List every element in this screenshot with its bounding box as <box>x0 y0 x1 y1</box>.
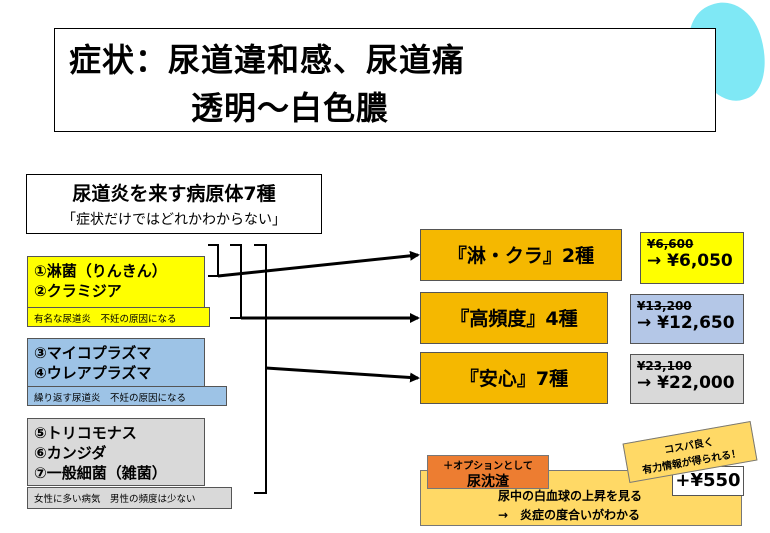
new-price: → ¥22,000 <box>637 373 735 393</box>
bracket-4-types <box>230 244 242 319</box>
pathogen-subheading: 「症状だけではどれかわからない」 <box>62 212 286 228</box>
new-price: → ¥6,050 <box>647 251 733 271</box>
old-price: ¥13,200 <box>637 299 692 313</box>
option-tag-name: 尿沈渣 <box>467 474 509 490</box>
test-category-7-types: 『安心』7種 <box>420 352 608 404</box>
option-tag: ＋オプションとして 尿沈渣 <box>427 455 549 490</box>
new-price: → ¥12,650 <box>637 313 735 333</box>
group-note: 女性に多い病気 男性の頻度は少ない <box>27 487 232 509</box>
option-tag-label: ＋オプションとして <box>443 461 533 472</box>
pathogen-item: ③マイコプラズマ <box>34 344 152 362</box>
price-box-4-types: ¥13,200 → ¥12,650 <box>630 294 744 344</box>
bracket-7-types <box>254 244 267 494</box>
pathogen-item: ①淋菌（りんきん） <box>34 262 167 280</box>
pathogen-heading: 尿道炎を来す病原体7種 <box>72 183 276 205</box>
title-discharge: 透明〜白色膿 <box>191 89 390 127</box>
pathogen-group-mycoplasma-ureaplasma: ③マイコプラズマ ④ウレアプラズマ <box>27 338 205 388</box>
old-price: ¥23,100 <box>637 359 692 373</box>
price-box-2-types: ¥6,600 → ¥6,050 <box>640 232 744 284</box>
arrow-to-7-types <box>265 366 420 383</box>
arrow-to-2-types <box>217 250 420 278</box>
test-category-4-types: 『高頻度』4種 <box>420 292 608 344</box>
pathogen-group-gonorrhea-chlamydia: ①淋菌（りんきん） ②クラミジア <box>27 256 205 310</box>
option-description: 尿中の白血球の上昇を見る <box>498 489 643 503</box>
pathogen-heading-box: 尿道炎を来す病原体7種 「症状だけではどれかわからない」 <box>26 174 322 234</box>
old-price: ¥6,600 <box>647 237 694 251</box>
test-category-2-types: 『淋・クラ』2種 <box>420 229 622 281</box>
price-box-7-types: ¥23,100 → ¥22,000 <box>630 354 744 404</box>
title-symptoms: 症状：尿道違和感、尿道痛 <box>69 41 466 79</box>
title-box: 症状：尿道違和感、尿道痛 透明〜白色膿 <box>54 28 716 132</box>
group-note: 繰り返す尿道炎 不妊の原因になる <box>27 386 227 406</box>
bracket-2-types <box>208 244 219 277</box>
pathogen-item: ②クラミジア <box>34 282 122 300</box>
pathogen-item: ④ウレアプラズマ <box>34 364 152 382</box>
pathogen-item: ⑤トリコモナス <box>34 424 137 442</box>
option-description-result: → 炎症の度合いがわかる <box>498 508 641 522</box>
pathogen-item: ⑥カンジダ <box>34 444 107 462</box>
group-note: 有名な尿道炎 不妊の原因になる <box>27 307 210 327</box>
pathogen-group-trichomonas-candida-bacteria: ⑤トリコモナス ⑥カンジダ ⑦一般細菌（雑菌） <box>27 418 205 486</box>
pathogen-item: ⑦一般細菌（雑菌） <box>34 464 167 482</box>
